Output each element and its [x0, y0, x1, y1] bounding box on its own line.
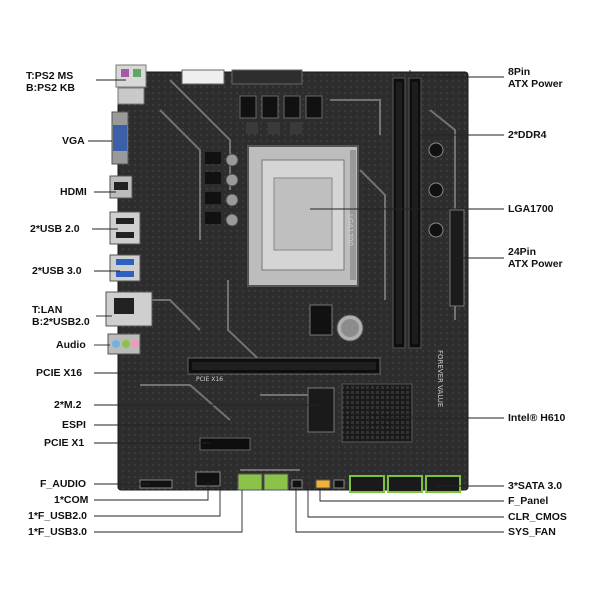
label-f-usb20: 1*F_USB2.0: [28, 510, 87, 522]
atx8-connector: [181, 69, 225, 85]
label-atx8: 8Pin ATX Power: [508, 66, 563, 90]
label-clr-cmos: CLR_CMOS: [508, 511, 567, 523]
usb20-port: [109, 211, 141, 245]
label-audio: Audio: [56, 339, 86, 351]
label-sys-fan: SYS_FAN: [508, 526, 556, 538]
chipset-heatsink: [341, 383, 413, 443]
label-hdmi: HDMI: [60, 186, 87, 198]
pcie-x1-slot: [199, 437, 251, 451]
sata-ports: [349, 475, 461, 493]
label-lan: T:LAN B:2*USB2.0: [32, 304, 90, 328]
label-lga1700: LGA1700: [508, 203, 554, 215]
label-espi: ESPI: [62, 419, 86, 431]
label-f-panel: F_Panel: [508, 495, 549, 507]
rear-io: [105, 64, 153, 355]
bottom-headers: [139, 471, 345, 491]
ps2-port: [115, 64, 147, 88]
socket-silkscreen: LGA1700: [346, 214, 354, 246]
label-ddr4: 2*DDR4: [508, 129, 547, 141]
label-f-audio: F_AUDIO: [40, 478, 87, 490]
label-m2: 2*M.2: [54, 399, 82, 411]
m2-slot-top: [309, 304, 333, 336]
label-sata: 3*SATA 3.0: [508, 480, 563, 492]
pcie-x16-slot: [187, 357, 381, 375]
slot-silkscreen-text: PCIE X16: [196, 376, 224, 383]
label-h610: Intel® H610: [508, 412, 566, 424]
usb30-port: [109, 254, 141, 282]
m2-slot-bottom: [307, 387, 335, 433]
vrm-area: [181, 69, 323, 227]
label-usb30: 2*USB 3.0: [32, 265, 82, 277]
capacitors: [336, 142, 444, 342]
label-f-usb30: 1*F_USB3.0: [28, 526, 87, 538]
cpu-socket: LGA1700: [247, 145, 359, 287]
label-com: 1*COM: [54, 494, 89, 506]
label-vga: VGA: [62, 135, 85, 147]
label-atx24: 24Pin ATX Power: [508, 246, 563, 270]
label-ps2: T:PS2 MS B:PS2 KB: [26, 70, 76, 94]
label-usb20: 2*USB 2.0: [30, 223, 80, 235]
label-pcie-x16: PCIE X16: [36, 367, 83, 379]
label-pcie-x1: PCIE X1: [44, 437, 85, 449]
board-silkscreen-text: FOREVER VALUE: [436, 350, 444, 408]
silkscreen-traces: [125, 79, 456, 471]
leader-lines: [88, 70, 504, 533]
dimm-slots: [392, 77, 422, 349]
